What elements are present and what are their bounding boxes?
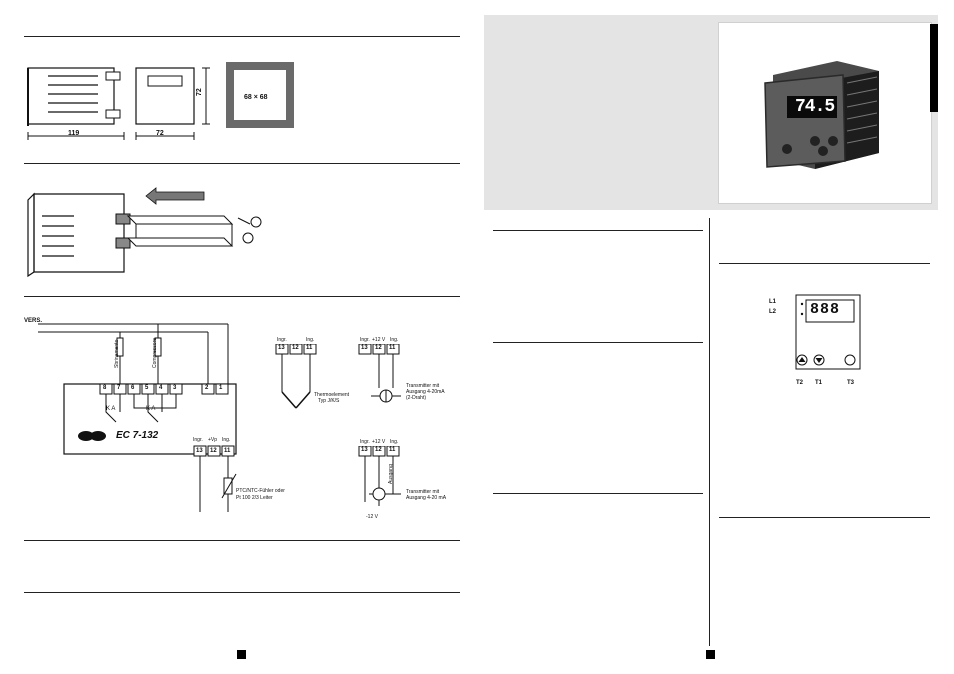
- bottom-header-2: +Vp: [208, 437, 218, 443]
- rule-3: [24, 296, 460, 297]
- bottom-header-1: Ingr.: [193, 437, 203, 443]
- terminal-4: 4: [159, 385, 163, 391]
- trans1-header-3: Ing.: [390, 337, 399, 343]
- trans1-note-1: Transmitter mit: [406, 383, 440, 389]
- trans2-header-2: +12 V: [372, 439, 386, 445]
- trans2-header-1: Ingr.: [360, 439, 370, 445]
- led-l2: L2: [769, 309, 777, 315]
- trans1-terminal-12: 12: [375, 345, 382, 351]
- trans1-header-2: +12 V: [372, 337, 386, 343]
- page-marker-left: [237, 650, 246, 659]
- model-label: EC 7-132: [116, 430, 159, 441]
- front-panel-drawing: [795, 294, 861, 370]
- thermocouple-diagram: [275, 344, 317, 409]
- rule-r2: [493, 342, 703, 343]
- thermo-terminal-12: 12: [292, 345, 299, 351]
- relay-note-left: Sbrinamento: [114, 339, 120, 368]
- terminal-7: 7: [117, 385, 121, 391]
- probe-note-2: Pt 100 2/3 Leiter: [236, 495, 273, 501]
- rule-r4: [719, 263, 930, 264]
- trans2-header-3: Ing.: [390, 439, 399, 445]
- trans1-terminal-13: 13: [361, 345, 368, 351]
- dimension-width: 72: [156, 130, 164, 137]
- trans1-terminal-11: 11: [389, 345, 396, 351]
- dimension-height: 72: [196, 88, 203, 96]
- rule-5: [24, 592, 460, 593]
- thermo-note-1: Thermoelement: [314, 392, 350, 398]
- rule-2: [24, 163, 460, 164]
- relay-note-mid: Compressore: [152, 337, 158, 368]
- thermo-header-2: Ing.: [306, 337, 315, 343]
- terminal-11: 11: [224, 448, 231, 454]
- rule-4: [24, 540, 460, 541]
- rule-r3: [493, 493, 703, 494]
- thermo-terminal-13: 13: [278, 345, 285, 351]
- rule-r5: [719, 517, 930, 518]
- mounting-drawing: [27, 187, 262, 278]
- trans2-terminal-11: 11: [389, 447, 396, 453]
- thermo-header-1: Ingr.: [277, 337, 287, 343]
- trans2-note-2: Ausgang 4-20 mA: [406, 495, 447, 501]
- relay-ka-1: K A: [106, 406, 116, 412]
- thermo-terminal-11: 11: [306, 345, 313, 351]
- dimension-drawings: [27, 62, 294, 140]
- wiring-diagram: [38, 323, 237, 512]
- rule-top: [24, 36, 460, 37]
- dimension-cutout: 68 × 68: [244, 94, 268, 101]
- terminal-6: 6: [131, 385, 135, 391]
- terminal-2: 2: [205, 385, 209, 391]
- thermo-note-2: Typ J/K/S: [318, 398, 340, 404]
- terminal-13: 13: [196, 448, 203, 454]
- trans2-terminal-13: 13: [361, 447, 368, 453]
- terminal-5: 5: [145, 385, 149, 391]
- terminal-3: 3: [173, 385, 177, 391]
- trans1-note-3: (2-Draht): [406, 395, 427, 401]
- supply-label: VERS.: [24, 318, 43, 324]
- section-tab: [930, 24, 938, 112]
- page-marker-right: [706, 650, 715, 659]
- trans1-note-2: Ausgang 4-20mA: [406, 389, 445, 395]
- trans2-side-label: Ausgang: [388, 464, 394, 484]
- terminal-1: 1: [219, 385, 223, 391]
- dimension-depth: 119: [68, 130, 80, 137]
- trans2-note-1: Transmitter mit: [406, 489, 440, 495]
- controller-image: [764, 61, 879, 169]
- key-t2: T2: [796, 380, 804, 386]
- transmitter-3wire-diagram: [358, 446, 401, 506]
- trans1-header-1: Ingr.: [360, 337, 370, 343]
- terminal-8: 8: [103, 385, 107, 391]
- relay-ka-2: K A: [146, 406, 156, 412]
- product-photo: 74.5: [718, 22, 932, 204]
- display-digits: 888: [810, 301, 841, 318]
- column-divider: [709, 218, 710, 646]
- trans2-terminal-12: 12: [375, 447, 382, 453]
- trans2-minus: -12 V: [366, 514, 378, 520]
- probe-note-1: PTC/NTC-Fühler oder: [236, 488, 285, 494]
- transmitter-2wire-diagram: [358, 344, 401, 403]
- led-l1: L1: [769, 299, 777, 305]
- bottom-header-3: Ing.: [222, 437, 231, 443]
- key-t1: T1: [815, 380, 823, 386]
- rule-r1: [493, 230, 703, 231]
- key-t3: T3: [847, 380, 855, 386]
- device-reading: 74.5: [795, 97, 835, 117]
- terminal-12: 12: [210, 448, 217, 454]
